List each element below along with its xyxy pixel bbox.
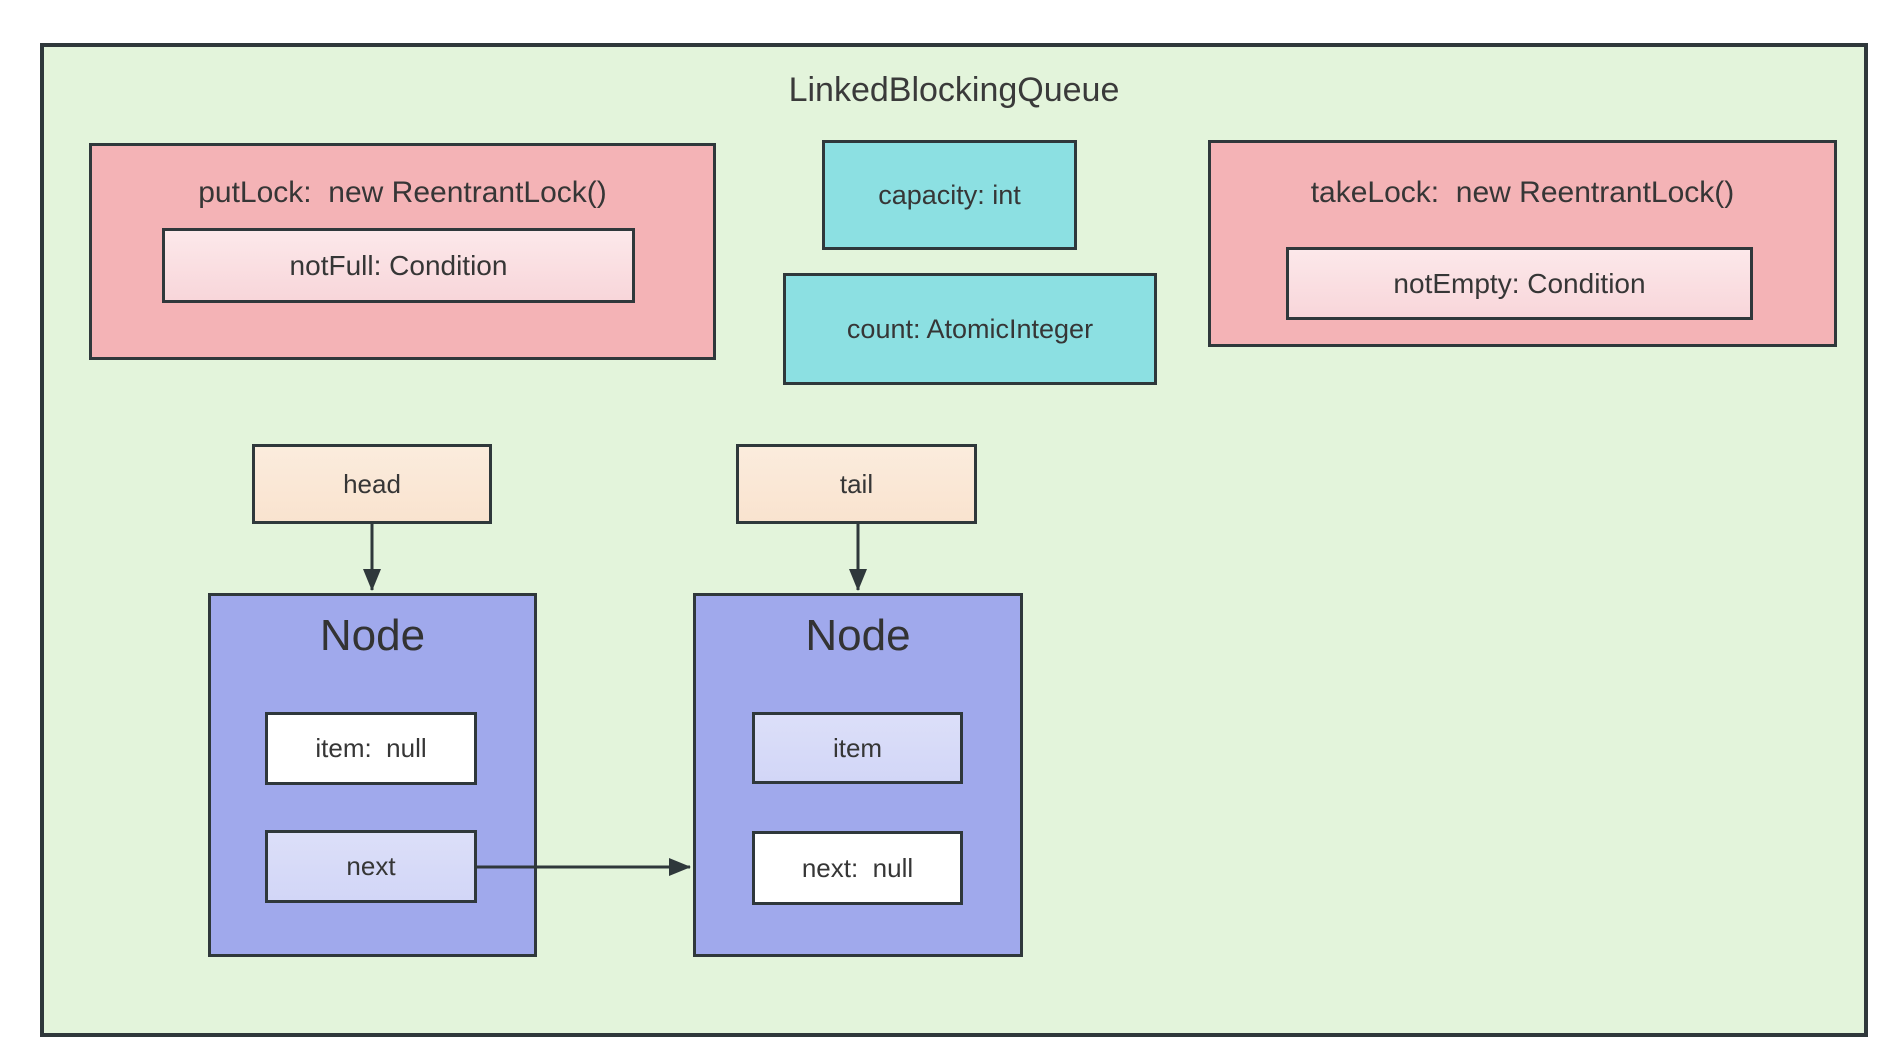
count-label: count: AtomicInteger bbox=[846, 313, 1094, 344]
head-label: head bbox=[343, 468, 401, 499]
notfull-condition-box: notFull: Condition bbox=[162, 228, 635, 303]
capacity-field-box: capacity: int bbox=[822, 140, 1077, 250]
tail-label: tail bbox=[839, 468, 874, 499]
node-1-next-slot: next bbox=[265, 830, 477, 903]
takelock-box: takeLock: new ReentrantLock() notEmpty: … bbox=[1208, 140, 1837, 347]
putlock-box: putLock: new ReentrantLock() notFull: Co… bbox=[89, 143, 716, 360]
takelock-label: takeLock: new ReentrantLock() bbox=[1310, 176, 1735, 209]
capacity-label: capacity: int bbox=[878, 179, 1021, 210]
count-field-box: count: AtomicInteger bbox=[783, 273, 1157, 385]
notfull-label: notFull: Condition bbox=[289, 249, 508, 281]
node-1-box: Node item: null next bbox=[208, 593, 537, 957]
node-2-title: Node bbox=[805, 611, 911, 660]
putlock-label: putLock: new ReentrantLock() bbox=[198, 176, 607, 209]
node-2-next-slot: next: null bbox=[752, 831, 963, 905]
node-1-item-label: item: null bbox=[315, 733, 427, 763]
head-pointer-box: head bbox=[252, 444, 492, 524]
linkedblockingqueue-box: LinkedBlockingQueue putLock: new Reentra… bbox=[40, 43, 1868, 1037]
node-2-item-label: item bbox=[832, 732, 883, 763]
diagram-title: LinkedBlockingQueue bbox=[788, 71, 1120, 109]
tail-pointer-box: tail bbox=[736, 444, 977, 524]
node-2-box: Node item next: null bbox=[693, 593, 1023, 957]
node-1-item-slot: item: null bbox=[265, 712, 477, 785]
node-2-item-slot: item bbox=[752, 712, 963, 784]
notempty-condition-box: notEmpty: Condition bbox=[1286, 247, 1753, 320]
node-1-next-label: next bbox=[346, 851, 396, 881]
notempty-label: notEmpty: Condition bbox=[1393, 267, 1646, 299]
node-2-next-label: next: null bbox=[801, 852, 914, 883]
node-1-title: Node bbox=[319, 611, 426, 660]
